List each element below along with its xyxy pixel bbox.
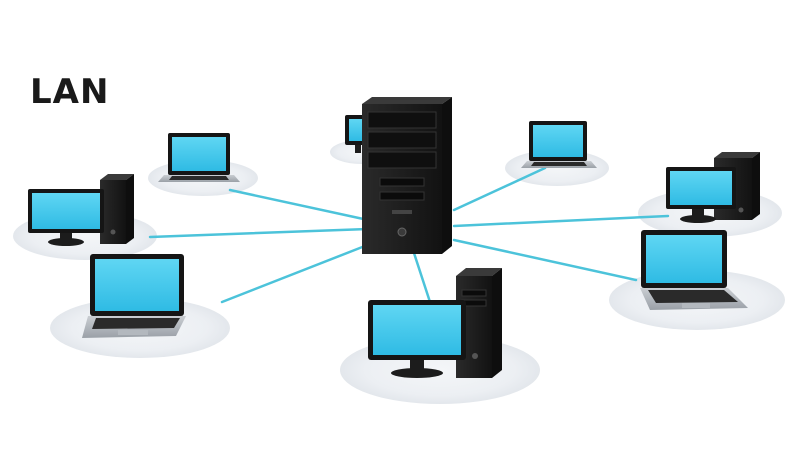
link-left-bottom (220, 242, 372, 304)
link-right-bottom (452, 238, 638, 282)
laptop-right-top (521, 121, 597, 168)
laptop-left-top (158, 133, 240, 182)
desktop-bottom-center (368, 268, 502, 378)
central-server (362, 97, 452, 254)
link-bottom-center (411, 248, 432, 304)
link-left-top (228, 188, 370, 222)
network-links (148, 166, 670, 304)
laptop-right-bottom (640, 230, 748, 310)
link-right-mid (452, 214, 670, 228)
desktop-right-mid (666, 152, 760, 223)
link-right-top (452, 166, 547, 212)
diagram-title: LAN (30, 72, 110, 112)
laptop-left-bottom (82, 254, 186, 338)
link-left-mid (148, 227, 370, 239)
desktop-left-mid (28, 174, 134, 246)
